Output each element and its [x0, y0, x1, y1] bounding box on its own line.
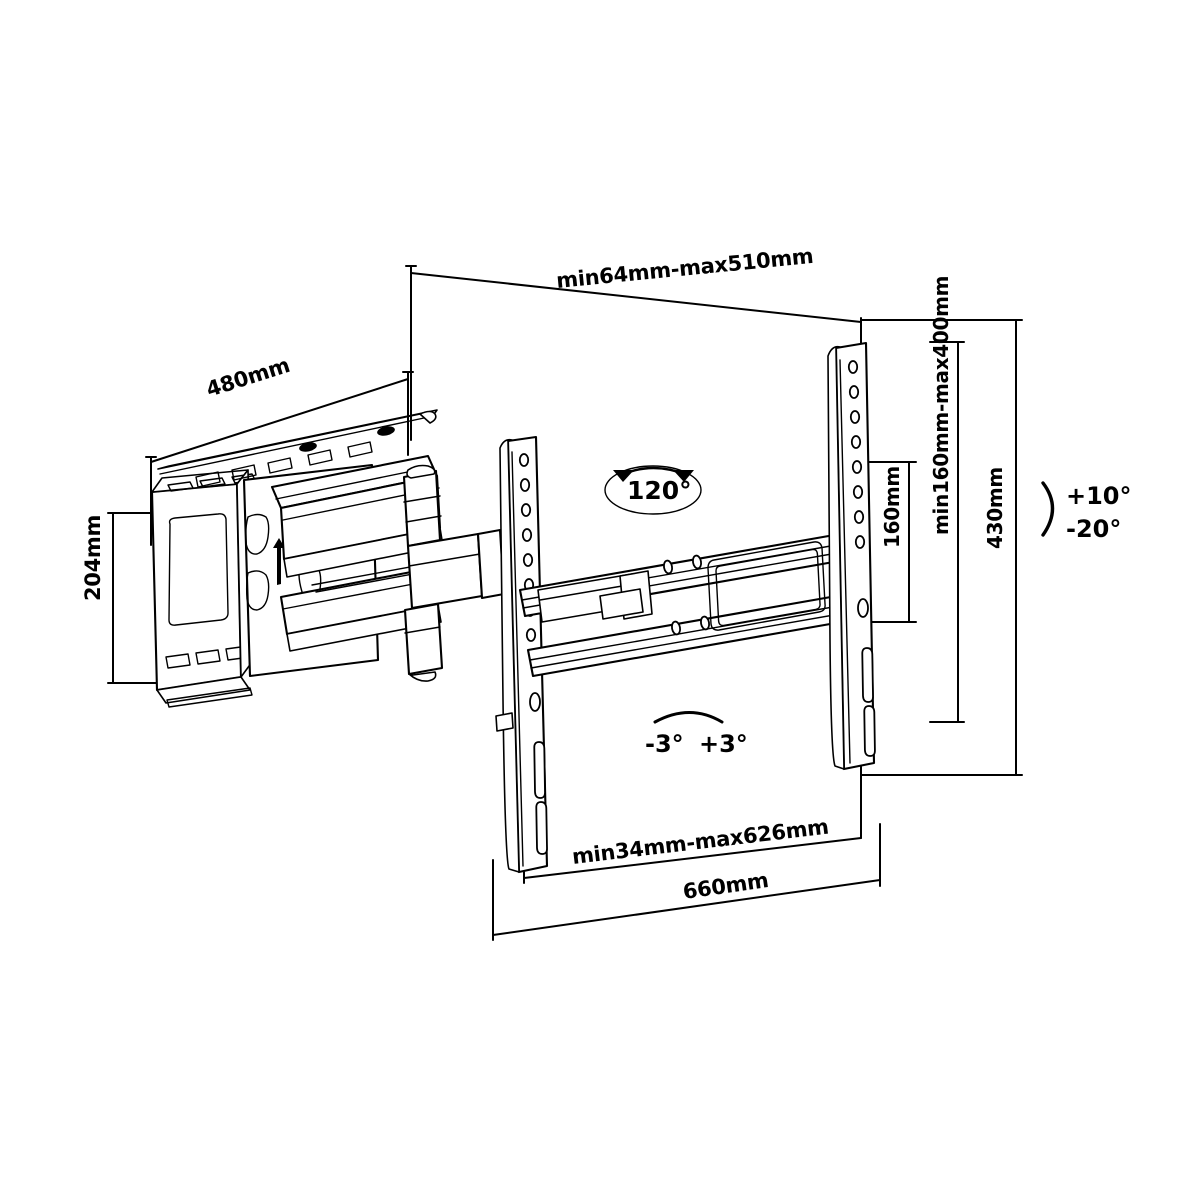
label-rotation-right: +3° — [699, 730, 748, 758]
arm-pivot-blocks — [402, 464, 506, 682]
label-rotation-left: -3° — [645, 730, 684, 758]
angle-labels: 120° +10° -20° -3° +3° — [627, 476, 1132, 758]
rotation-arc-icon — [653, 711, 724, 724]
label-wall-plate-height: 204mm — [81, 515, 105, 601]
label-tilt-down: -20° — [1066, 515, 1121, 543]
label-swivel-angle: 120° — [627, 476, 692, 505]
up-arrow-icon — [273, 538, 285, 585]
tv-cross-rails — [518, 532, 855, 678]
label-vesa-vertical-fixed: 160mm — [880, 466, 904, 548]
tilt-arc-icon — [1041, 481, 1055, 537]
label-horizontal-vesa-range: min34mm-max626mm — [571, 815, 830, 869]
dimension-lines-204 — [107, 512, 161, 684]
tv-rail-left — [495, 435, 549, 874]
double-swivel-arrow-icon — [613, 466, 694, 482]
wall-plate — [150, 469, 256, 708]
tv-rail-right — [827, 341, 876, 771]
label-bracket-height: 430mm — [983, 467, 1007, 549]
dimension-lines-vesa-range — [929, 341, 965, 723]
lower-arm-assembly — [279, 555, 473, 652]
dimension-lines-480 — [145, 371, 414, 546]
label-plate-depth: 480mm — [203, 353, 292, 402]
label-tilt-up: +10° — [1066, 482, 1132, 510]
label-vesa-vertical-range: min160mm-max400mm — [929, 276, 953, 535]
dimension-lines-top — [405, 265, 862, 801]
swivel-angle-badge — [604, 465, 702, 515]
dimension-lines-430 — [860, 319, 1023, 776]
upper-arm-assembly — [157, 409, 444, 578]
dimension-lines-bottom — [492, 785, 881, 941]
label-bracket-width: 660mm — [681, 868, 770, 904]
label-top-extension: min64mm-max510mm — [555, 244, 814, 293]
